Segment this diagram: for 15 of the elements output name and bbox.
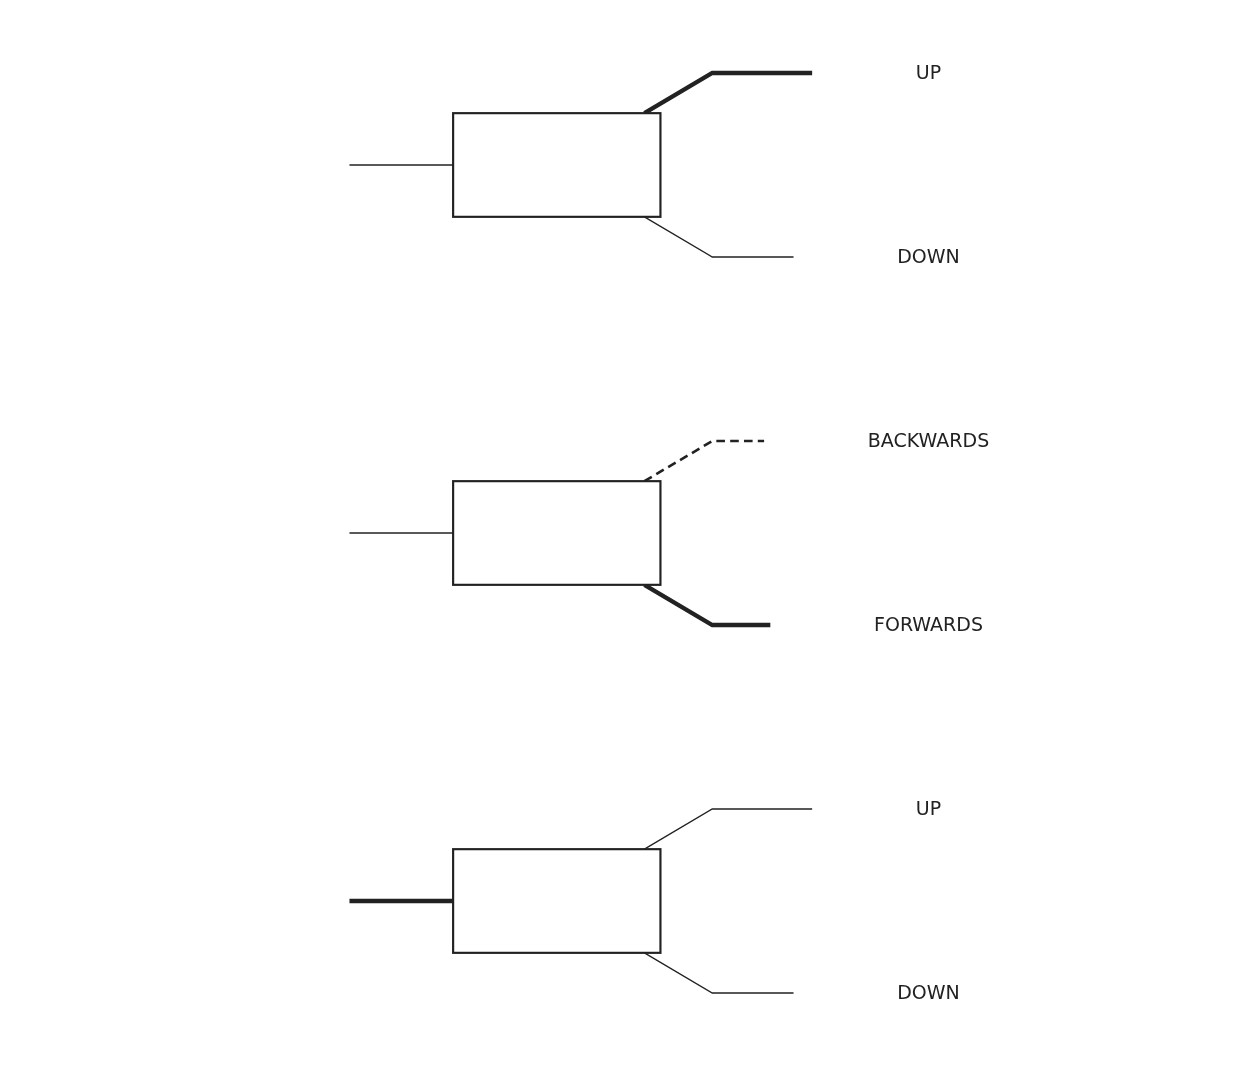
node-box [452, 112, 662, 218]
node-text: DOWN [897, 246, 960, 268]
node-text: FORWARDS [874, 614, 983, 636]
node-text: BACKWARDS [867, 430, 990, 452]
connector [349, 898, 454, 904]
node-box [452, 848, 662, 954]
connector [348, 164, 454, 166]
node-text: DOWN [897, 982, 960, 1004]
connector [643, 952, 795, 994]
node-box [452, 480, 662, 586]
node-text: UP [915, 798, 942, 820]
connector [348, 532, 454, 534]
connector [643, 808, 813, 850]
node-text: UP [915, 62, 942, 84]
connector [643, 216, 795, 258]
